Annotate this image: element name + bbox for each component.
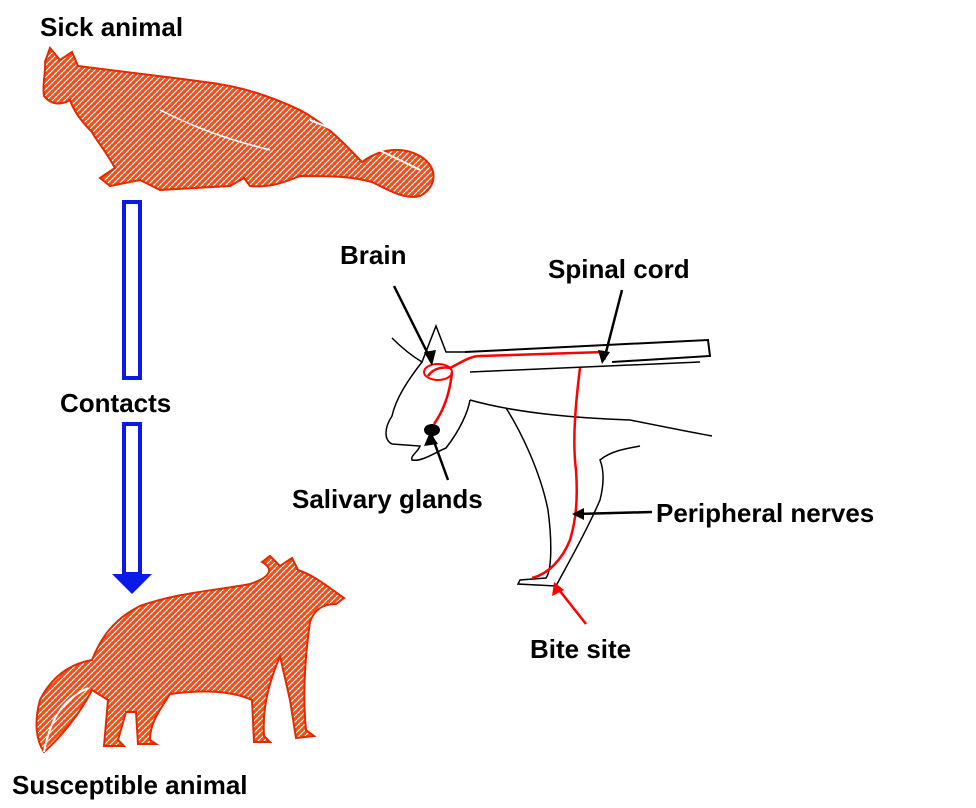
salivary-gland-mark [424, 424, 440, 436]
dog-front-leg-outline [506, 408, 640, 586]
label-susceptible-animal: Susceptible animal [12, 772, 248, 798]
brain-outline [424, 364, 452, 380]
label-brain: Brain [340, 242, 406, 268]
arrow-head [112, 574, 152, 594]
arrow-shaft-lower [124, 424, 140, 574]
label-bite-site: Bite site [530, 636, 631, 662]
label-contacts: Contacts [60, 390, 171, 416]
label-spinal-cord: Spinal cord [548, 256, 690, 282]
dog-belly-outline [470, 400, 712, 436]
arrow-shaft-upper [124, 202, 140, 378]
label-salivary-glands: Salivary glands [292, 486, 483, 512]
label-sick-animal: Sick animal [40, 14, 183, 40]
nerve-path [428, 352, 604, 578]
label-peripheral-nerves: Peripheral nerves [656, 500, 874, 526]
spinal-cord-outline [465, 340, 710, 362]
dog-anatomy-icon [386, 326, 712, 586]
sick-fox-icon [43, 48, 433, 197]
susceptible-fox-icon [37, 556, 344, 752]
